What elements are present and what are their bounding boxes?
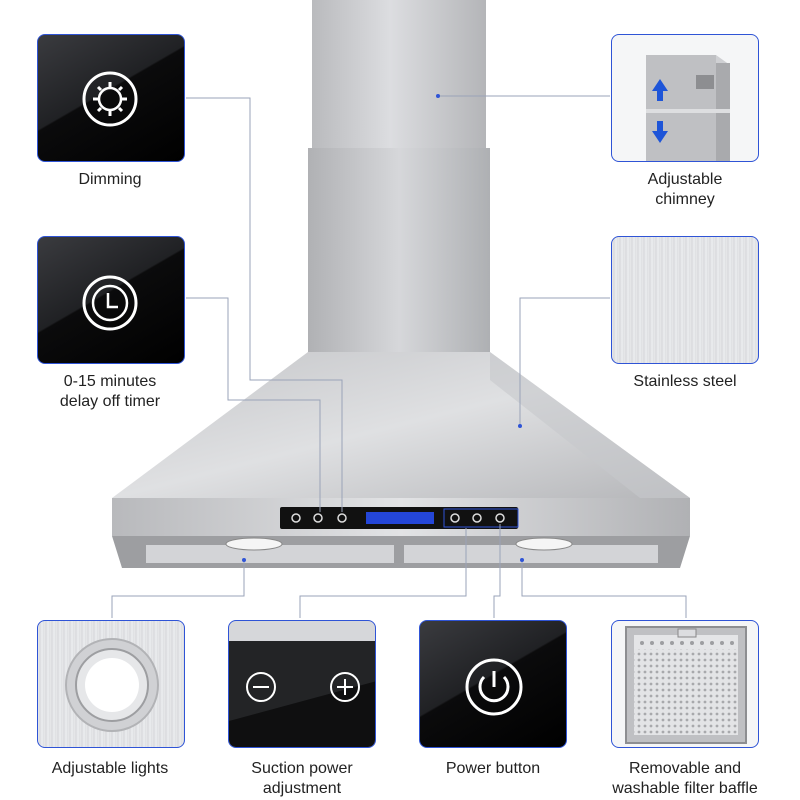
dimming-tile (37, 34, 185, 162)
dimming-caption: Dimming (78, 171, 142, 188)
light-icon (65, 638, 159, 732)
suction-tile (228, 620, 376, 748)
suction-caption: Suction power adjustment (251, 760, 353, 797)
gear-icon (82, 71, 138, 127)
power-caption: Power button (445, 760, 541, 777)
filter-tile (611, 620, 759, 748)
plus-icon (330, 672, 360, 702)
power-tile (419, 620, 567, 748)
hood-canopy (112, 352, 690, 498)
timer-tile (37, 236, 185, 364)
stainless-steel-tile (611, 236, 759, 364)
power-icon (465, 658, 523, 716)
timer-caption: 0-15 minutes delay off timer (59, 373, 161, 410)
chimney-tile (611, 34, 759, 162)
arrow-down-icon (652, 121, 668, 143)
lights-tile (37, 620, 185, 748)
upper-chimney (312, 0, 486, 150)
lower-chimney (308, 148, 490, 354)
clock-icon (82, 275, 138, 331)
stainless-steel-caption: Stainless steel (633, 373, 737, 390)
lights-caption: Adjustable lights (51, 760, 169, 777)
minus-icon (246, 672, 276, 702)
lcd-display (366, 512, 434, 524)
filter-caption: Removable and washable filter baffle (612, 760, 758, 797)
chimney-caption: Adjustable chimney (647, 171, 723, 208)
arrow-up-icon (652, 79, 668, 101)
